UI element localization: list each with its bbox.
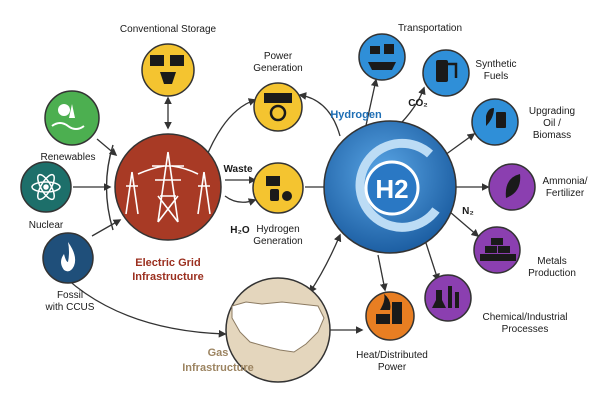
power-generation-label-2: Generation <box>253 63 302 74</box>
hydrogen-generation-label-2: Generation <box>253 236 302 247</box>
transportation-label: Transportation <box>398 23 462 34</box>
nuclear-node: Nuclear <box>20 161 72 231</box>
upgrading-label-2: Oil / <box>543 118 561 129</box>
conventional-storage-node: Conventional Storage <box>120 24 217 97</box>
conventional-storage-label: Conventional Storage <box>120 24 217 35</box>
metals-node: Metals Production <box>473 226 576 279</box>
wind-turbine-icon <box>69 104 75 118</box>
ship-icon <box>368 62 396 70</box>
hydrogen-label: Hydrogen <box>330 109 382 121</box>
connectors <box>49 78 490 338</box>
gas-infrastructure-node: Gas Infrastructure <box>182 277 331 383</box>
chemical-label-2: Processes <box>502 324 549 335</box>
house-icon <box>376 314 390 324</box>
heat-node: Heat/Distributed Power <box>356 291 428 373</box>
leaf-icon <box>486 108 494 126</box>
gas-infrastructure-label-1: Gas <box>208 347 229 359</box>
turbine-housing-icon <box>264 93 292 103</box>
plant-leaf-icon <box>505 174 521 198</box>
co2-label: CO₂ <box>408 98 427 109</box>
truck-icon <box>370 46 380 54</box>
synthetic-fuels-label-2: Fuels <box>484 71 508 82</box>
metals-label-2: Production <box>528 268 576 279</box>
electric-grid-label-2: Infrastructure <box>132 271 204 283</box>
beaker-icon <box>432 290 446 308</box>
heat-flame-icon <box>380 294 391 310</box>
n2-label: N₂ <box>462 206 474 217</box>
nuclear-label: Nuclear <box>29 220 64 231</box>
heat-label-1: Heat/Distributed <box>356 350 428 361</box>
bus-icon <box>384 44 394 54</box>
synthetic-fuels-label-1: Synthetic <box>475 59 516 70</box>
fossil-circle <box>42 232 94 284</box>
building-icon <box>392 302 402 324</box>
fuel-pump-icon <box>436 60 448 82</box>
electric-grid-node: Electric Grid Infrastructure <box>114 133 222 283</box>
chemical-label-1: Chemical/Industrial <box>482 312 567 323</box>
power-generation-node: Power Generation <box>253 51 303 132</box>
storage-tank-icon <box>170 55 184 66</box>
hydrogen-generation-node: Waste H₂O Hydrogen Generation <box>223 162 304 247</box>
metals-label-1: Metals <box>537 256 566 267</box>
flame-icon <box>61 242 76 272</box>
fossil-label-2: with CCUS <box>45 302 95 313</box>
electrolyzer-icon <box>266 176 280 186</box>
upgrading-circle <box>471 98 519 146</box>
tank-icon <box>270 189 279 201</box>
us-map-icon <box>231 301 325 353</box>
fuel-nozzle-icon <box>448 62 458 78</box>
atom-icon <box>31 173 61 201</box>
metal-ingots-icon <box>480 238 516 261</box>
sun-icon <box>58 104 70 116</box>
wave-icon <box>51 122 85 130</box>
waste-label: Waste <box>223 164 253 175</box>
flask-icon <box>282 191 292 201</box>
turbine-icon <box>269 104 287 122</box>
ammonia-node: Ammonia/ Fertilizer N₂ <box>462 163 588 217</box>
heat-label-2: Power <box>378 362 407 373</box>
battery-icon <box>150 55 164 66</box>
ammonia-label-1: Ammonia/ <box>542 176 587 187</box>
h2-symbol: H2 <box>375 174 408 204</box>
transportation-circle <box>358 33 406 81</box>
synthetic-fuels-node: Synthetic Fuels CO₂ <box>408 49 517 109</box>
electric-grid-label-1: Electric Grid <box>135 257 200 269</box>
fossil-node: Fossil with CCUS <box>42 232 95 313</box>
renewables-node: Renewables <box>40 90 100 163</box>
oil-barrel-icon <box>496 112 506 128</box>
transportation-node: Transportation <box>358 23 462 81</box>
power-generation-label-1: Power <box>264 51 293 62</box>
chemical-node: Chemical/Industrial Processes <box>424 274 568 335</box>
electric-grid-circle <box>114 133 222 241</box>
transmission-tower-icon <box>125 151 211 223</box>
upgrading-node: Upgrading Oil / Biomass <box>471 98 575 146</box>
flywheel-icon <box>160 72 176 84</box>
upgrading-label-3: Biomass <box>533 130 571 141</box>
ammonia-label-2: Fertilizer <box>546 188 585 199</box>
test-tube-2-icon <box>455 292 459 308</box>
hydrogen-generation-circle <box>252 162 304 214</box>
upgrading-label-1: Upgrading <box>529 106 575 117</box>
renewables-label: Renewables <box>40 152 95 163</box>
fossil-label-1: Fossil <box>57 290 83 301</box>
hydrogen-generation-label-1: Hydrogen <box>256 224 299 235</box>
h2-badge <box>364 160 420 216</box>
test-tube-icon <box>448 286 452 308</box>
hydrogen-hub-node: H2 Hydrogen <box>323 109 457 254</box>
conventional-storage-circle <box>141 43 195 97</box>
h2o-label: H₂O <box>230 225 250 236</box>
gas-infrastructure-label-2: Infrastructure <box>182 362 254 374</box>
h2-swirl-icon <box>355 138 440 232</box>
